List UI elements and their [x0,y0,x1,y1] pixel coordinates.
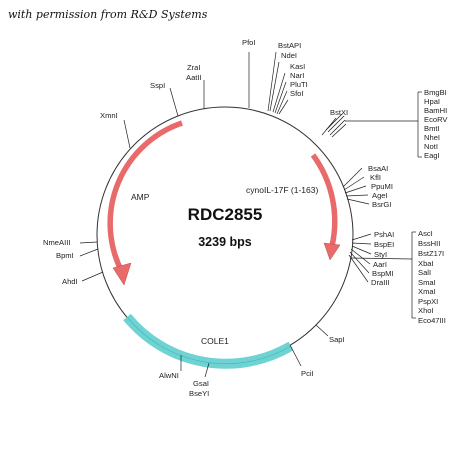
site-aatii: AatII [186,73,202,82]
site-pfoi: PfoI [242,38,256,47]
kfli-leader [343,176,365,191]
site-ndei: NdeI [281,51,297,60]
gsai-leader [204,362,210,378]
site-ppumi: PpuMI [371,182,393,191]
site-sali: SalI [418,268,431,277]
site-kasi: KasI [290,62,305,71]
amp-arrow [107,120,183,274]
kasi-leader [272,72,286,113]
pshai-leader [351,233,372,241]
site-nmeaiii: NmeAIII [43,238,70,247]
site-pcii: PciI [301,369,314,378]
site-pluti: PluTI [290,80,308,89]
site-hpai: HpaI [424,97,440,106]
site-sfoi: SfoI [290,89,304,98]
site-bsrgi: BsrGI [372,200,391,209]
sspi-leader [169,87,179,117]
site-ecorv: EcoRV [424,115,448,124]
bpmi-leader [79,248,99,257]
site-draiii: DraIII [371,278,390,287]
site-bsaai: BsaAI [368,164,388,173]
sapi-leader [315,324,329,337]
site-asci: AscI [418,229,433,238]
nmeaiii-leader [79,241,98,244]
site-eagi: EagI [424,151,440,160]
insert-arrow [310,153,338,247]
site-kfli: KflI [370,173,381,182]
site-bamhi: BamHI [424,106,447,115]
draiii-leader [348,254,369,283]
site-bspei: BspEI [374,240,394,249]
amp-label: AMP [131,192,150,202]
site-noti: NotI [424,142,438,151]
site-agei: AgeI [372,191,388,200]
bspmi-leader [349,251,370,274]
ndei-leader [269,61,280,112]
plasmid-name: RDC2855 [188,205,263,224]
site-bmgbi: BmgBI [424,88,447,97]
bstapi-leader [267,51,277,112]
site-zrai: ZraI [187,63,201,72]
nari-leader [274,81,287,114]
cole1-ori-outline [126,316,292,365]
site-bspmi: BspMI [372,269,394,278]
site-sspi: SspI [150,81,165,90]
bsaai-leader [342,167,363,188]
site-nari: NarI [290,71,304,80]
aari-leader [350,248,371,265]
site-xbai: XbaI [418,259,434,268]
site-pshai: PshAI [374,230,394,239]
site-bseyi: BseYI [189,389,209,398]
site-gsai: GsaI [193,379,209,388]
amp-arrowhead [112,262,132,286]
site-xhoi: XhoI [418,306,434,315]
site-bstz17i: BstZ17I [418,249,444,258]
site-bstxi: BstXI [330,108,348,117]
site-smai: SmaI [418,278,436,287]
site-xmai: XmaI [418,287,436,296]
site-ahdi: AhdI [62,277,78,286]
site-sapi: SapI [329,335,345,344]
ahdi-leader [81,271,104,282]
site-bmti: BmtI [424,124,440,133]
agei-leader [345,194,369,197]
cole1-label: COLE1 [201,336,229,346]
bsrgi-leader [346,198,370,205]
site-bpmi: BpmI [56,251,74,260]
bspei-leader [351,242,372,245]
styi-leader [351,245,372,255]
insert-label: cynoIL-17F (1-163) [246,185,318,195]
xmni-leader [123,119,131,149]
site-eco47iii: Eco47III [418,316,446,325]
site-bstapi: BstAPI [278,41,301,50]
right-bottom-cluster-leader [349,257,413,260]
site-alwni: AlwNI [159,371,179,380]
sfoi-leader [278,99,289,115]
site-styi: StyI [374,250,387,259]
site-nhei: NheI [424,133,440,142]
site-bsshii: BssHII [418,239,440,248]
site-xmni: XmnI [100,111,118,120]
credit-text: with permission from R&D Systems [8,8,208,21]
pluti-leader [276,90,288,115]
ppumi-leader [344,185,367,194]
plasmid-size: 3239 bps [198,235,252,249]
site-aari: AarI [373,260,387,269]
pcii-leader [289,344,302,367]
site-pspxi: PspXI [418,297,438,306]
insert-arrowhead [323,242,341,261]
